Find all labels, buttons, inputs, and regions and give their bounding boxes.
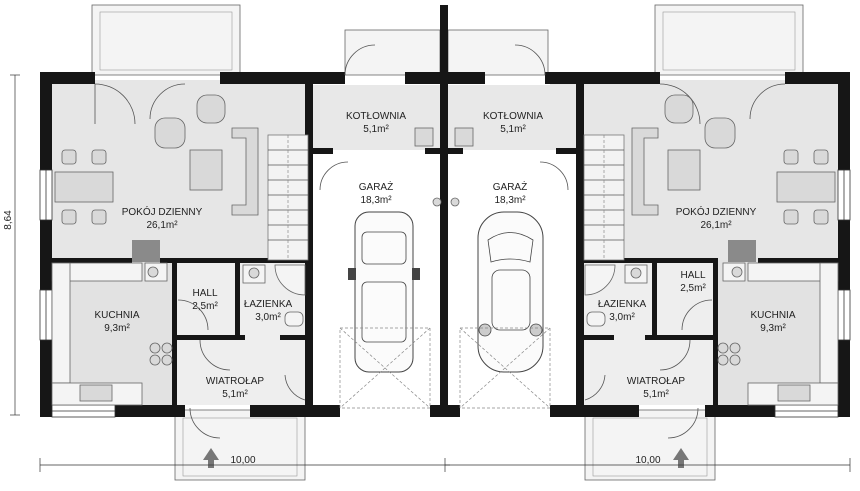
room-name-kotlownia-left: KOTŁOWNIA (346, 111, 406, 122)
windows (39, 169, 851, 418)
room-area-garaz-left: 18,3m² (360, 195, 392, 206)
room-area-garaz-right: 18,3m² (494, 195, 526, 206)
stairs (267, 134, 625, 261)
car-right-icon (477, 211, 544, 373)
room-name-wiatrolap-right: WIATROŁAP (627, 376, 685, 387)
dimension-width-left: 10,00 (230, 455, 255, 466)
room-name-lazienka-left: ŁAZIENKA (244, 299, 293, 310)
room-area-kuchnia-right: 9,3m² (760, 323, 786, 334)
room-area-kuchnia-left: 9,3m² (104, 323, 130, 334)
room-area-hall-right: 2,5m² (680, 283, 706, 294)
room-name-hall-left: HALL (192, 288, 217, 299)
room-area-lazienka-right: 3,0m² (609, 312, 635, 323)
dimension-labels: 10,00 10,00 8,64 (3, 210, 661, 466)
furniture-left (51, 94, 474, 406)
room-name-kuchnia-left: KUCHNIA (94, 310, 139, 321)
room-name-kuchnia-right: KUCHNIA (750, 310, 795, 321)
room-area-kotlownia-left: 5,1m² (363, 124, 389, 135)
garage-doors (339, 327, 551, 409)
room-area-pokoj-left: 26,1m² (146, 220, 178, 231)
dimension-width-right: 10,00 (635, 455, 660, 466)
entrance-arrow-icon (203, 448, 689, 468)
room-area-lazienka-left: 3,0m² (255, 312, 281, 323)
car-left-icon (348, 211, 420, 373)
doors (94, 44, 786, 439)
room-name-garaz-left: GARAŻ (359, 180, 393, 193)
furniture-right (584, 94, 839, 406)
room-name-pokoj-left: POKÓJ DZIENNY (122, 205, 203, 218)
room-area-hall-left: 2,5m² (192, 301, 218, 312)
terraces (91, 4, 804, 481)
room-labels: POKÓJ DZIENNY 26,1m² POKÓJ DZIENNY 26,1m… (94, 111, 795, 400)
room-name-wiatrolap-left: WIATROŁAP (206, 376, 264, 387)
room-name-garaz-right: GARAŻ (493, 180, 527, 193)
room-name-kotlownia-right: KOTŁOWNIA (483, 111, 543, 122)
dimension-height: 8,64 (3, 210, 14, 230)
room-name-pokoj-right: POKÓJ DZIENNY (676, 205, 757, 218)
room-area-wiatrolap-right: 5,1m² (643, 389, 669, 400)
room-area-kotlownia-right: 5,1m² (500, 124, 526, 135)
room-name-hall-right: HALL (680, 270, 705, 281)
room-area-wiatrolap-left: 5,1m² (222, 389, 248, 400)
dimension-lines (10, 74, 851, 472)
room-area-pokoj-right: 26,1m² (700, 220, 732, 231)
room-name-lazienka-right: ŁAZIENKA (598, 299, 647, 310)
